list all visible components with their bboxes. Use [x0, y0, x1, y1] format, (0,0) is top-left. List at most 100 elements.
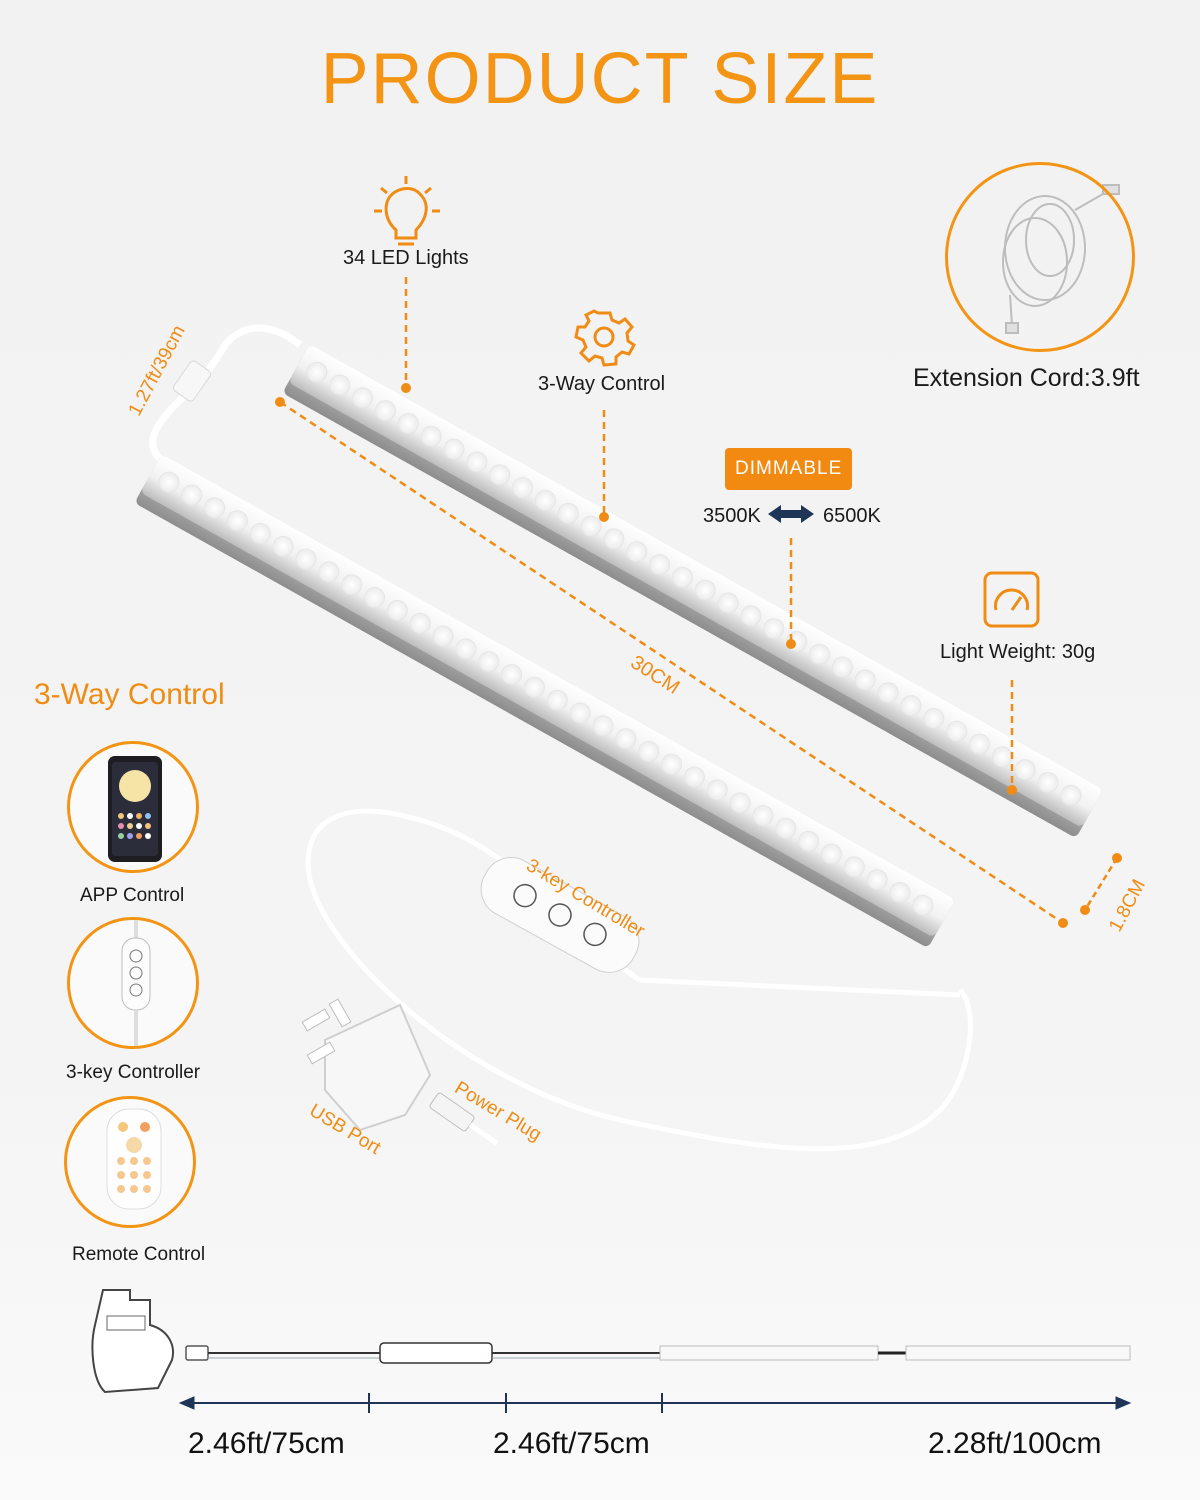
led-dot: [752, 805, 774, 827]
weight-gauge-icon: [983, 571, 1040, 628]
length-label-2: 2.46ft/75cm: [493, 1427, 650, 1460]
lightbulb-icon: [374, 176, 440, 246]
led-dot: [181, 484, 203, 506]
led-dot: [158, 471, 180, 493]
led-dot: [204, 497, 226, 519]
led-dot: [534, 489, 556, 511]
remote-circle: [64, 1096, 196, 1228]
uk-plug-icon: [301, 998, 432, 1132]
app-control-label: APP Control: [80, 885, 185, 906]
led-dot: [420, 425, 442, 447]
led-dot: [364, 587, 386, 609]
led-dot: [295, 548, 317, 570]
led-dot: [912, 894, 934, 916]
led-dot: [889, 881, 911, 903]
led-dot: [854, 669, 876, 691]
smartphone-app-icon: [108, 756, 162, 862]
led-dot: [501, 663, 523, 685]
length-dimension-line: [279, 400, 1064, 925]
led-dot: [432, 625, 454, 647]
length-label-1: 2.46ft/75cm: [188, 1427, 345, 1460]
led-dot: [226, 510, 248, 532]
remote-control-icon: [106, 1108, 162, 1210]
extension-cord-label: Extension Cord:3.9ft: [913, 364, 1140, 392]
double-arrow-icon: [768, 505, 814, 523]
led-dot: [592, 715, 614, 737]
app-control-circle: [67, 741, 199, 873]
bottom-layout-diagram: [91, 1289, 1131, 1394]
page-title: PRODUCT SIZE: [320, 39, 880, 119]
length-label-3: 2.28ft/100cm: [928, 1427, 1102, 1460]
led-dot: [557, 502, 579, 524]
usb-connector: [429, 1092, 499, 1146]
led-dot: [683, 766, 705, 788]
three-way-heading: 3-Way Control: [34, 678, 225, 711]
led-dot: [466, 451, 488, 473]
led-dot: [671, 566, 693, 588]
led-dot: [694, 579, 716, 601]
cable-loop: [305, 808, 973, 1152]
led-dot: [798, 830, 820, 852]
led-dot: [478, 651, 500, 673]
temp-low-label: 3500K: [703, 505, 761, 527]
controller-label: 3-key Controller: [66, 1062, 201, 1083]
inline-controller: [480, 857, 640, 973]
led-dot: [775, 817, 797, 839]
led-dot: [443, 438, 465, 460]
extension-cord-circle: [945, 162, 1135, 352]
led-dot: [923, 707, 945, 729]
led-dot: [329, 374, 351, 396]
led-dot: [843, 856, 865, 878]
three-way-control-label: 3-Way Control: [538, 373, 666, 395]
led-dot: [717, 592, 739, 614]
gear-icon: [574, 309, 636, 367]
led-dot: [397, 412, 419, 434]
led-dot: [1037, 771, 1059, 793]
led-dot: [706, 779, 728, 801]
led-dot: [569, 702, 591, 724]
led-dot: [649, 553, 671, 575]
led-dot: [877, 682, 899, 704]
led-dot: [809, 643, 831, 665]
weight-label: Light Weight: 30g: [940, 641, 1096, 663]
led-dot: [318, 561, 340, 583]
led-dot: [374, 400, 396, 422]
led-dot: [946, 720, 968, 742]
led-dot: [272, 535, 294, 557]
led-dot: [831, 656, 853, 678]
led-dot: [352, 387, 374, 409]
led-dot: [1060, 784, 1082, 806]
led-dot: [512, 477, 534, 499]
led-dot: [626, 541, 648, 563]
led-dot: [661, 753, 683, 775]
led-dot: [306, 361, 328, 383]
led-dot: [489, 464, 511, 486]
led-dot: [341, 574, 363, 596]
led-dot: [969, 733, 991, 755]
led-dot: [580, 515, 602, 537]
led-dot: [1014, 759, 1036, 781]
width-dimension-line: [1083, 857, 1119, 911]
temp-high-label: 6500K: [823, 505, 881, 527]
inline-controller-icon: [121, 920, 151, 1046]
led-dot: [866, 869, 888, 891]
led-dot: [523, 676, 545, 698]
bottom-measure-axis: [178, 1393, 1132, 1413]
led-bar-bottom: [136, 456, 954, 947]
led-dot: [546, 689, 568, 711]
controller-circle: [67, 917, 199, 1049]
led-dot: [740, 605, 762, 627]
led-dot: [455, 638, 477, 660]
led-dot: [763, 618, 785, 640]
remote-label: Remote Control: [72, 1244, 206, 1265]
led-dot: [900, 695, 922, 717]
led-dot: [409, 612, 431, 634]
led-dot: [603, 528, 625, 550]
led-dot: [249, 522, 271, 544]
led-dot: [729, 792, 751, 814]
led-dot: [615, 728, 637, 750]
led-count-label: 34 LED Lights: [343, 247, 469, 269]
led-dot: [821, 843, 843, 865]
